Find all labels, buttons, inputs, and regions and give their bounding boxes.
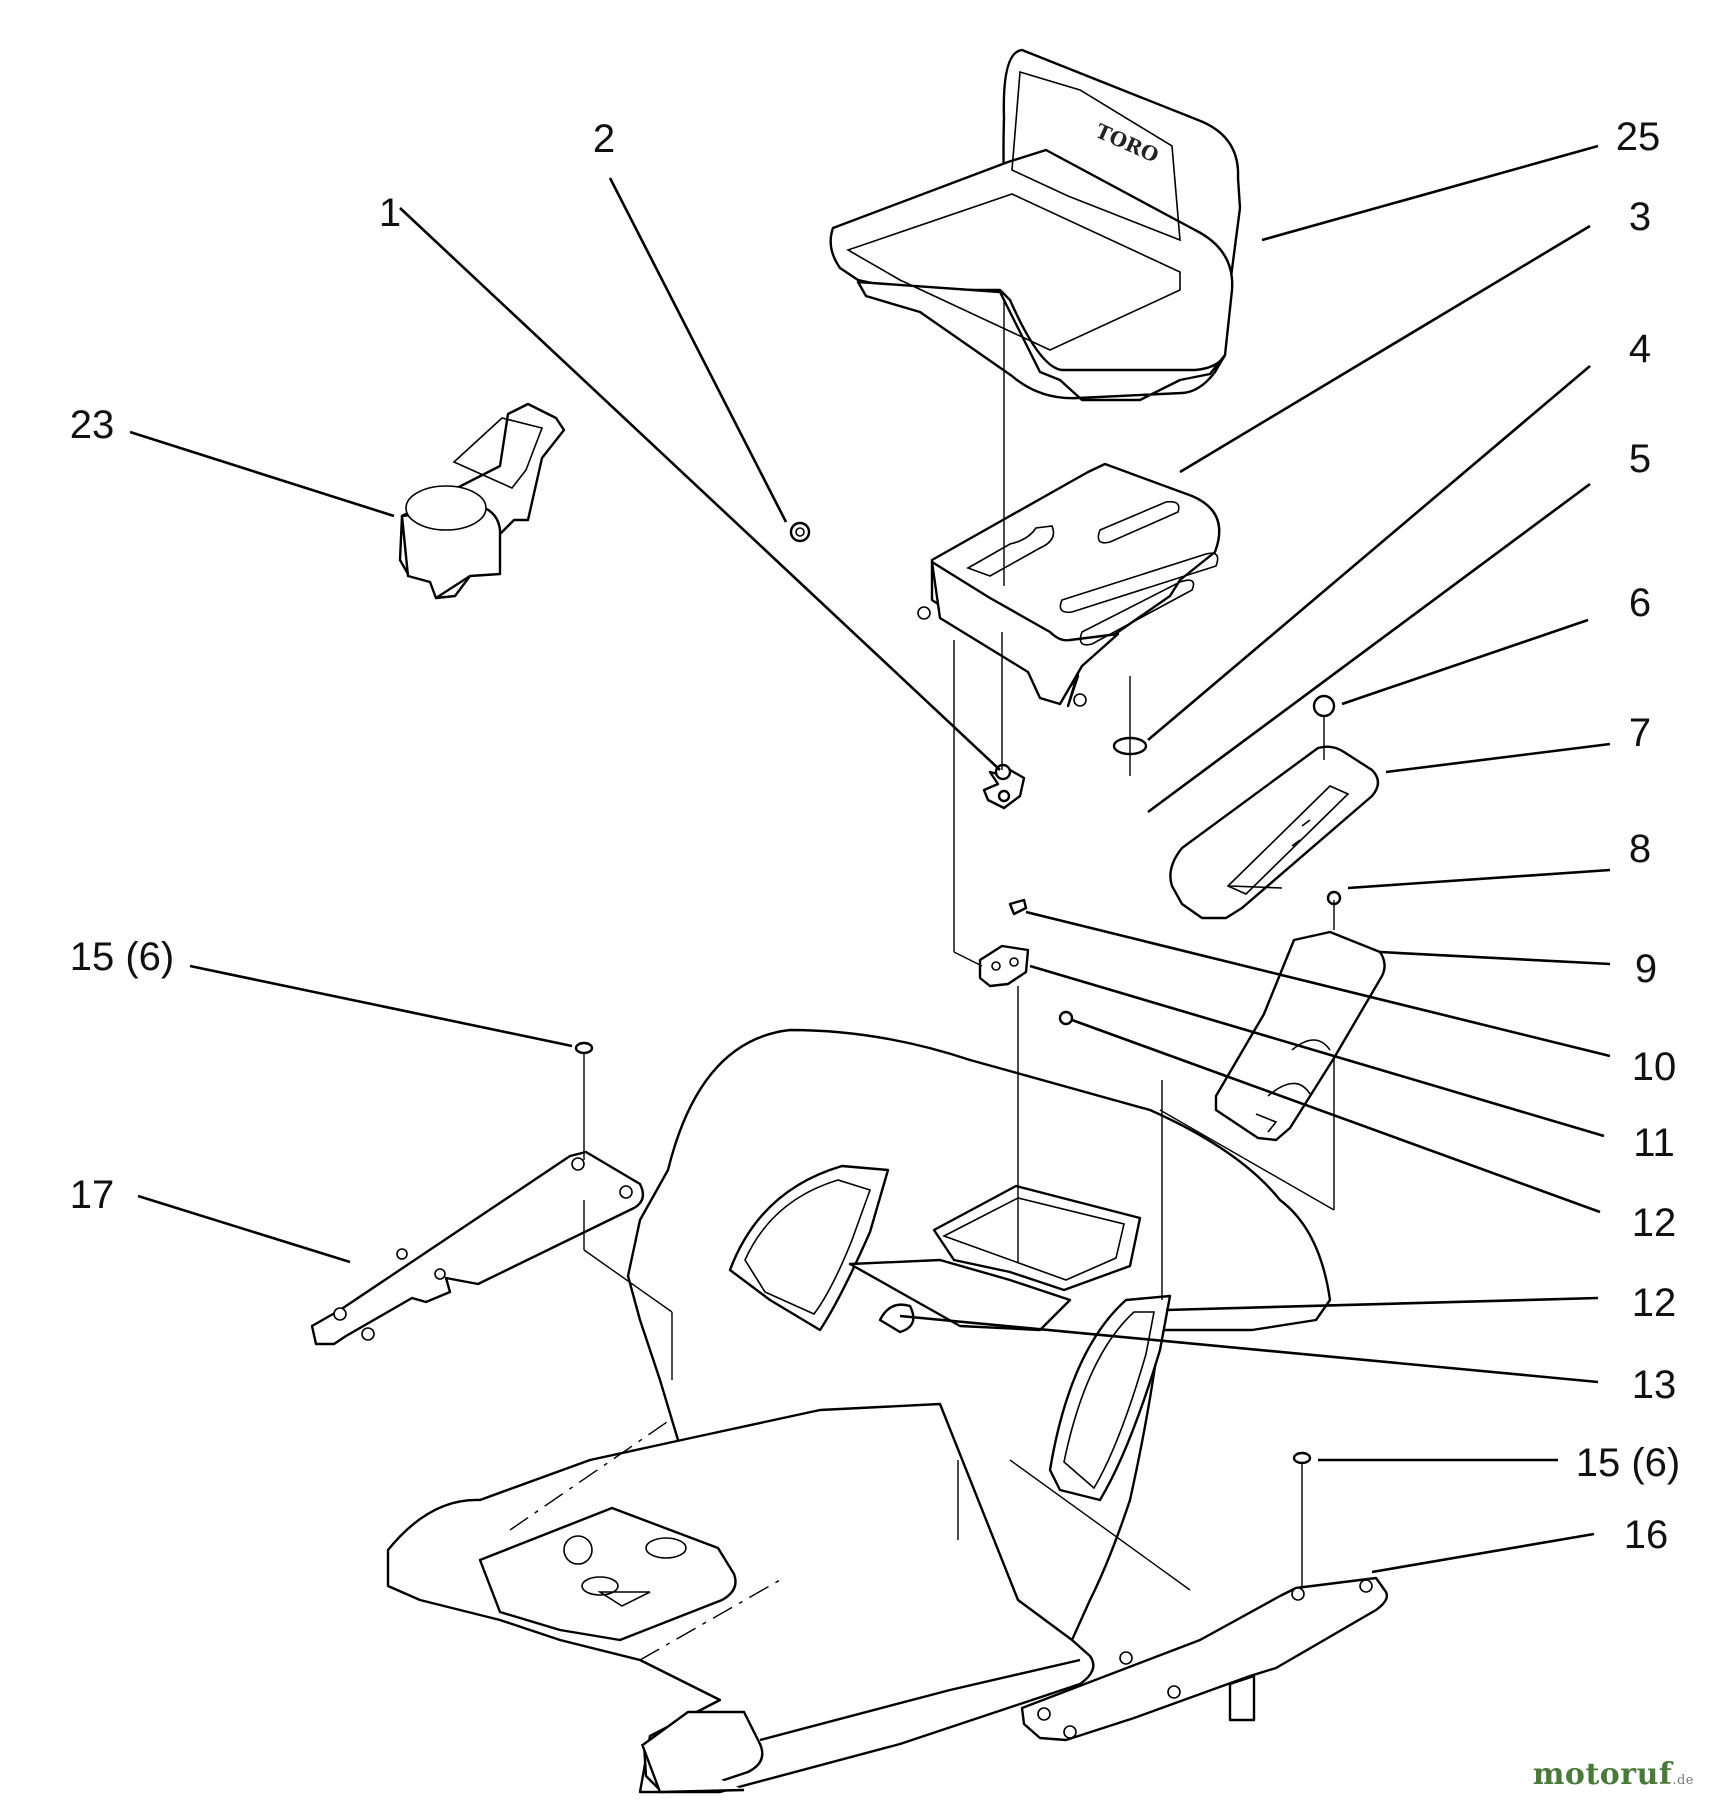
callout-5: 5 [1629, 437, 1651, 481]
callout-25: 25 [1616, 115, 1661, 159]
callout-7: 7 [1629, 711, 1651, 755]
bracket [978, 898, 1074, 1026]
callout-15-left: 15 (6) [70, 935, 175, 979]
callout-12-lower: 12 [1632, 1281, 1677, 1325]
callout-17: 17 [70, 1173, 115, 1217]
washer-6 [1312, 694, 1336, 718]
callout-23: 23 [70, 403, 115, 447]
adjuster-plate [1169, 745, 1380, 920]
callout-10: 10 [1632, 1045, 1677, 1089]
callout-15-right: 15 (6) [1576, 1441, 1681, 1485]
callout-2: 2 [593, 117, 615, 161]
watermark-name: motoruf [1532, 1757, 1673, 1792]
leader-lines [129, 144, 1611, 1574]
floor-pan [386, 1402, 1095, 1794]
callout-8: 8 [1629, 827, 1651, 871]
callout-13: 13 [1632, 1363, 1677, 1407]
screw-15-left [574, 1041, 594, 1055]
lever-guard [1214, 930, 1386, 1142]
seat-pan [917, 462, 1221, 708]
watermark-tld: .de [1672, 1773, 1694, 1788]
callout-6: 6 [1629, 581, 1651, 625]
callout-9: 9 [1635, 947, 1657, 991]
footplate-left [310, 1150, 645, 1346]
callout-labels: 1 2 25 3 4 5 6 7 8 9 10 11 12 12 13 15 (… [70, 115, 1681, 1557]
footplate-right [1020, 1576, 1389, 1742]
cup-holder [398, 402, 566, 600]
callout-11: 11 [1633, 1121, 1675, 1165]
assembly-lines [509, 300, 1335, 1661]
watermark-logo: motoruf.de [1533, 1757, 1694, 1792]
seat: TORO [829, 48, 1242, 402]
callout-1: 1 [379, 191, 401, 235]
callout-12-upper: 12 [1632, 1201, 1677, 1245]
callout-16: 16 [1624, 1513, 1669, 1557]
callout-3: 3 [1629, 195, 1651, 239]
callout-4: 4 [1629, 327, 1651, 371]
screw-15-right [1292, 1451, 1312, 1465]
